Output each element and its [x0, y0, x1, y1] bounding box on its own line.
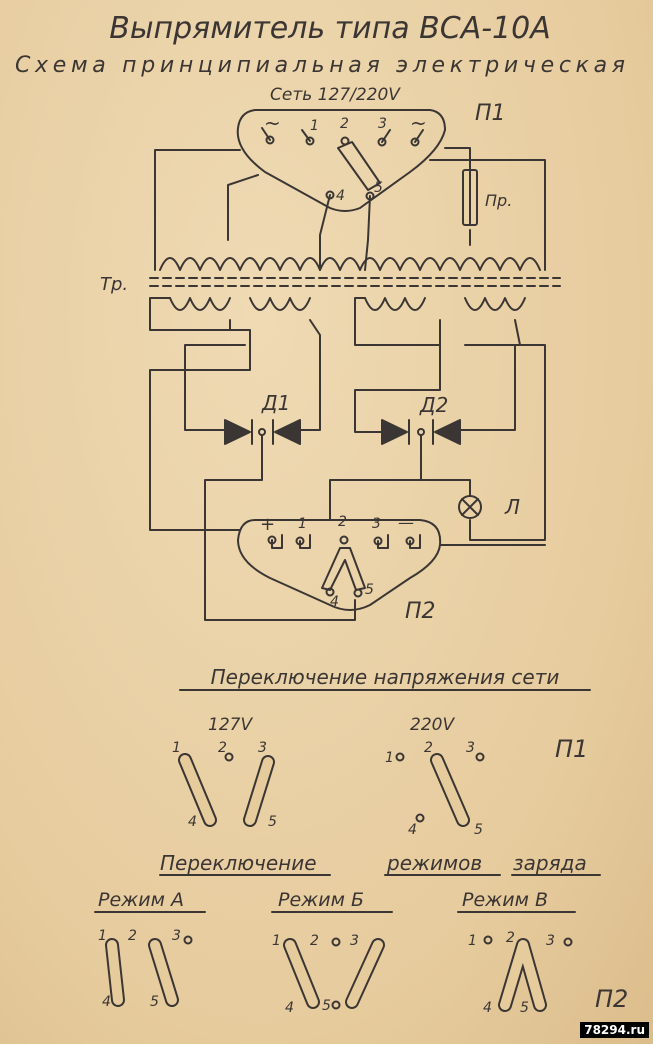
diode-d1	[224, 419, 301, 445]
v220-contact-2: 2	[424, 740, 433, 756]
diode-d1-label: Д1	[261, 391, 290, 415]
voltage-220-label: 220V	[410, 715, 455, 735]
voltage-section-title: Переключение напряжения сети	[211, 665, 560, 689]
p2-contact-3: 3	[372, 516, 381, 532]
p2-mode-b-diagram	[283, 937, 385, 1010]
p1-contact-5: 5	[374, 180, 383, 196]
fuse-label: Пр.	[485, 191, 512, 210]
mode-c-label: Режим В	[462, 889, 548, 911]
mb-contact-3: 3	[350, 933, 359, 949]
v127-contact-4: 4	[188, 814, 197, 830]
switch-p2-lever	[321, 547, 366, 591]
mode-section-title-2: режимов	[386, 851, 482, 875]
v220-contact-5: 5	[474, 822, 483, 838]
v127-contact-5: 5	[268, 814, 277, 830]
p1-contact-3: 3	[378, 116, 387, 132]
v220-contact-3: 3	[466, 740, 475, 756]
p1-contact-4: 4	[336, 188, 345, 204]
v220-contact-1: 1	[385, 750, 394, 766]
mode-section-title-3: заряда	[513, 851, 587, 875]
ma-contact-5: 5	[150, 994, 159, 1010]
p1-127v-diagram	[178, 752, 275, 827]
mb-contact-4: 4	[285, 1000, 294, 1016]
v127-contact-1: 1	[172, 740, 181, 756]
ac-symbol-left: ~	[264, 111, 281, 135]
diode-d2-label: Д2	[419, 393, 448, 417]
mb-contact-1: 1	[272, 933, 281, 949]
switch-p1-label: П1	[475, 101, 506, 126]
subtitle: Схема принципиальная электрическая	[15, 53, 625, 78]
switch-p2-label: П2	[405, 599, 436, 624]
mc-contact-4: 4	[483, 1000, 492, 1016]
ma-contact-4: 4	[102, 994, 111, 1010]
mb-contact-5: 5	[322, 998, 331, 1014]
transformer-label: Тр.	[100, 274, 128, 295]
p2-mode-c-diagram	[483, 935, 573, 1012]
p1-220v-diagram	[395, 752, 485, 827]
v127-contact-2: 2	[218, 740, 227, 756]
ma-contact-2: 2	[128, 928, 137, 944]
lamp-label: Л	[504, 495, 520, 519]
p2-plus: +	[260, 514, 275, 535]
mains-label: Сеть 127/220V	[270, 85, 401, 105]
ac-symbol-right: ~	[410, 111, 427, 135]
p2-contact-4: 4	[330, 594, 339, 610]
v220-contact-4: 4	[408, 822, 417, 838]
transformer-core	[149, 277, 561, 287]
mc-contact-3: 3	[546, 933, 555, 949]
watermark: 78294.ru	[580, 1022, 649, 1038]
p2-diagram-label: П2	[595, 985, 628, 1013]
mc-contact-5: 5	[520, 1000, 529, 1016]
primary-winding	[159, 257, 541, 271]
title: Выпрямитель типа ВСА-10А	[109, 11, 551, 46]
secondary-winding-right	[364, 297, 526, 311]
p2-contact-1: 1	[298, 516, 307, 532]
p2-minus: —	[398, 513, 414, 532]
switch-p1-body	[236, 109, 446, 212]
p1-contact-1: 1	[310, 118, 319, 134]
mc-contact-1: 1	[468, 933, 477, 949]
p1-diagram-label: П1	[555, 735, 588, 763]
switch-p2-body	[237, 519, 442, 611]
mode-a-label: Режим А	[98, 889, 184, 911]
secondary-winding-left	[169, 297, 311, 311]
mb-contact-2: 2	[310, 933, 319, 949]
diode-d2	[381, 419, 461, 445]
p2-contact-5: 5	[365, 582, 374, 598]
ma-contact-3: 3	[172, 928, 181, 944]
voltage-127-label: 127V	[208, 715, 253, 735]
indicator-lamp	[458, 495, 482, 519]
mode-b-label: Режим Б	[278, 889, 364, 911]
mc-contact-2: 2	[506, 930, 515, 946]
p2-mode-a-diagram	[105, 935, 193, 1007]
mode-section-title-1: Переключение	[160, 851, 317, 875]
ma-contact-1: 1	[98, 928, 107, 944]
v127-contact-3: 3	[258, 740, 267, 756]
p1-contact-2: 2	[340, 116, 349, 132]
p2-contact-2: 2	[338, 514, 347, 530]
